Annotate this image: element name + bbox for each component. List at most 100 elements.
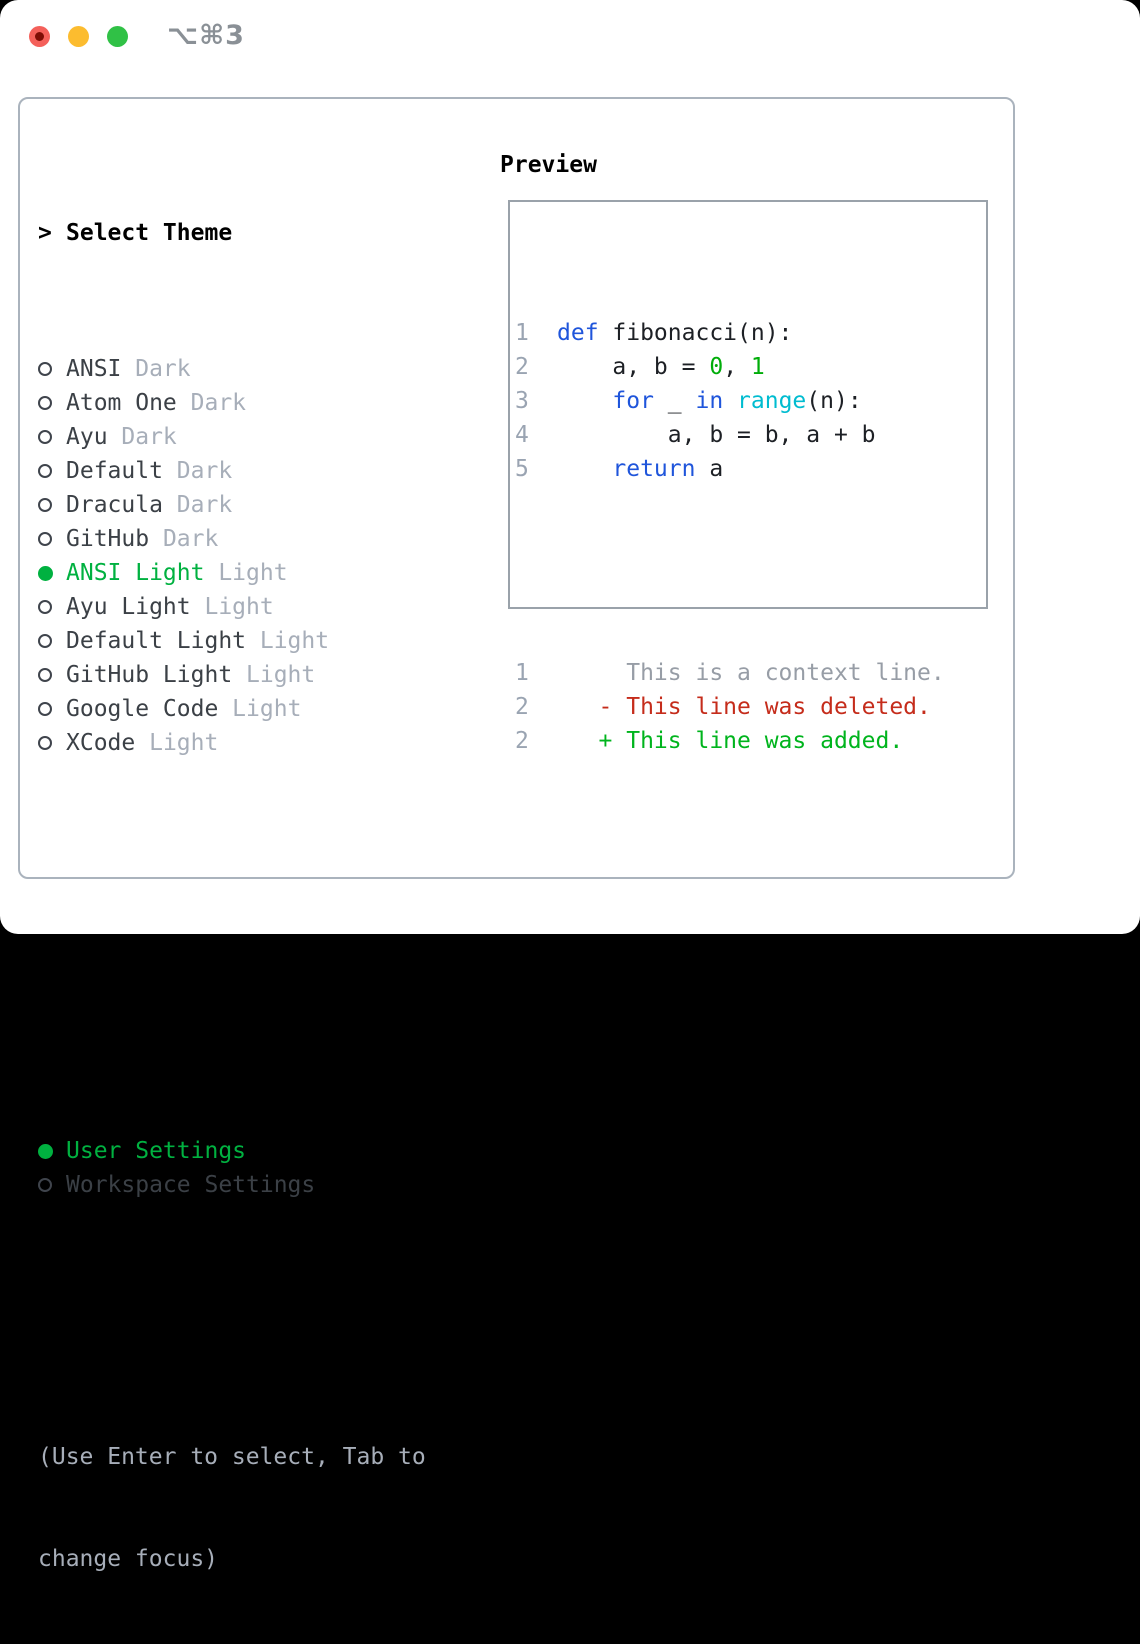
radio-unselected-icon — [38, 600, 52, 614]
preview-pane: 1 def fibonacci(n): 2 a, b = 0, 1 3 for _ i… — [508, 200, 988, 754]
theme-variant-label: Light — [246, 628, 330, 654]
theme-variant-label: Dark — [121, 356, 191, 382]
radio-selected-icon — [38, 565, 53, 581]
apply-option-label: Workspace Settings — [66, 1172, 316, 1198]
hint-line-1: (Use Enter to select, Tab to — [38, 1444, 426, 1470]
code-segment-plain: _ — [653, 388, 696, 414]
code-segment-number: 0 — [709, 354, 724, 380]
diff-line: 2 - This line was deleted. — [515, 690, 986, 724]
spacer — [38, 862, 426, 896]
radio-unselected-icon — [38, 1178, 52, 1192]
code-segment-plain: (n): — [806, 388, 862, 414]
line-number: 1 — [515, 320, 529, 346]
theme-option-ayu-light[interactable]: Ayu Light Light — [38, 590, 426, 624]
select-theme-header: > Select Theme — [38, 216, 426, 250]
code-segment-keyword: in — [695, 388, 724, 414]
diff-preview: 1 This is a context line.2 - This line w… — [515, 656, 986, 758]
radio-unselected-icon — [38, 634, 52, 648]
apply-to-header: Apply To — [38, 998, 426, 1032]
theme-option-xcode[interactable]: XCode Light — [38, 726, 426, 760]
select-theme-title: Select Theme — [66, 220, 233, 246]
theme-option-label: Ayu — [66, 424, 108, 450]
radio-unselected-icon — [38, 736, 52, 750]
theme-option-default[interactable]: Default Dark — [38, 454, 426, 488]
hint-line-2: change focus) — [38, 1546, 219, 1572]
spacer — [38, 1304, 426, 1338]
radio-unselected-icon — [38, 532, 52, 546]
theme-option-atom-one[interactable]: Atom One Dark — [38, 386, 426, 420]
apply-option-user-settings[interactable]: User Settings — [38, 1134, 426, 1168]
apply-to-title: Apply To — [66, 1002, 177, 1028]
theme-option-label: ANSI — [66, 356, 122, 382]
line-number: 1 — [515, 660, 529, 686]
preview-title: Preview — [500, 152, 597, 178]
zoom-button[interactable] — [107, 26, 128, 47]
code-segment-plain — [557, 452, 612, 486]
theme-option-label: GitHub — [66, 526, 150, 552]
theme-variant-label: Light — [204, 560, 288, 586]
line-number: 2 — [515, 694, 529, 720]
code-segment-added: + This line was added. — [557, 728, 904, 754]
theme-option-label: Atom One — [66, 390, 177, 416]
theme-option-label: Default — [66, 458, 163, 484]
diff-line: 2 + This line was added. — [515, 724, 986, 758]
radio-unselected-icon — [38, 702, 52, 716]
theme-option-ayu[interactable]: Ayu Dark — [38, 420, 426, 454]
theme-variant-label: Dark — [162, 458, 233, 484]
diff-line: 1 This is a context line. — [515, 656, 986, 690]
code-segment-plain: a, b = — [557, 354, 710, 380]
code-segment-keyword: return — [612, 456, 696, 482]
code-segment-plain — [557, 384, 612, 418]
theme-option-github[interactable]: GitHub Dark — [38, 522, 426, 556]
code-segment-keyword: for — [612, 388, 654, 414]
minimize-button[interactable] — [68, 26, 89, 47]
code-segment-keyword: def — [557, 320, 599, 346]
radio-unselected-icon — [38, 396, 52, 410]
theme-option-default-light[interactable]: Default Light Light — [38, 624, 426, 658]
code-segment-number: 1 — [750, 354, 765, 380]
theme-option-label: Ayu Light — [66, 594, 191, 620]
theme-variant-label: Light — [218, 696, 302, 722]
spacer — [515, 554, 986, 588]
code-segment-plain — [723, 384, 737, 418]
theme-option-label: Dracula — [66, 492, 163, 518]
theme-variant-label: Dark — [162, 492, 233, 518]
theme-option-ansi-light[interactable]: ANSI Light Light — [38, 556, 426, 590]
theme-option-dracula[interactable]: Dracula Dark — [38, 488, 426, 522]
radio-selected-icon — [38, 1143, 53, 1159]
theme-option-github-light[interactable]: GitHub Light Light — [38, 658, 426, 692]
code-segment-builtin: range — [737, 388, 807, 414]
theme-option-ansi[interactable]: ANSI Dark — [38, 352, 426, 386]
code-segment-plain: fibonacci(n): — [598, 320, 793, 346]
code-segment-plain: a, b = b, a + b — [557, 422, 876, 448]
theme-variant-label: Light — [232, 662, 316, 688]
theme-variant-label: Dark — [176, 390, 247, 416]
window-shortcut-title: ⌥⌘3 — [167, 20, 245, 51]
code-preview: 1 def fibonacci(n): 2 a, b = 0, 1 3 for _ i… — [515, 316, 986, 486]
code-line: 4 a, b = b, a + b — [515, 418, 986, 452]
code-line: 2 a, b = 0, 1 — [515, 350, 986, 384]
code-segment-context: This is a context line. — [557, 660, 945, 686]
code-line: 5 return a — [515, 452, 986, 486]
theme-variant-label: Light — [190, 594, 274, 620]
close-button[interactable] — [29, 26, 50, 47]
radio-unselected-icon — [38, 498, 52, 512]
theme-variant-label: Dark — [107, 424, 177, 450]
apply-option-label: User Settings — [66, 1138, 247, 1164]
theme-option-label: XCode — [66, 730, 136, 756]
code-segment-plain: , — [723, 354, 751, 380]
theme-option-google-code[interactable]: Google Code Light — [38, 692, 426, 726]
line-number: 2 — [515, 354, 529, 380]
line-number: 4 — [515, 422, 529, 448]
line-number: 3 — [515, 388, 529, 414]
radio-unselected-icon — [38, 464, 52, 478]
theme-variant-label: Dark — [149, 526, 219, 552]
apply-option-workspace-settings[interactable]: Workspace Settings — [38, 1168, 426, 1202]
code-segment-plain: a — [695, 456, 724, 482]
theme-option-label: ANSI Light — [66, 560, 205, 586]
theme-option-label: Google Code — [66, 696, 219, 722]
